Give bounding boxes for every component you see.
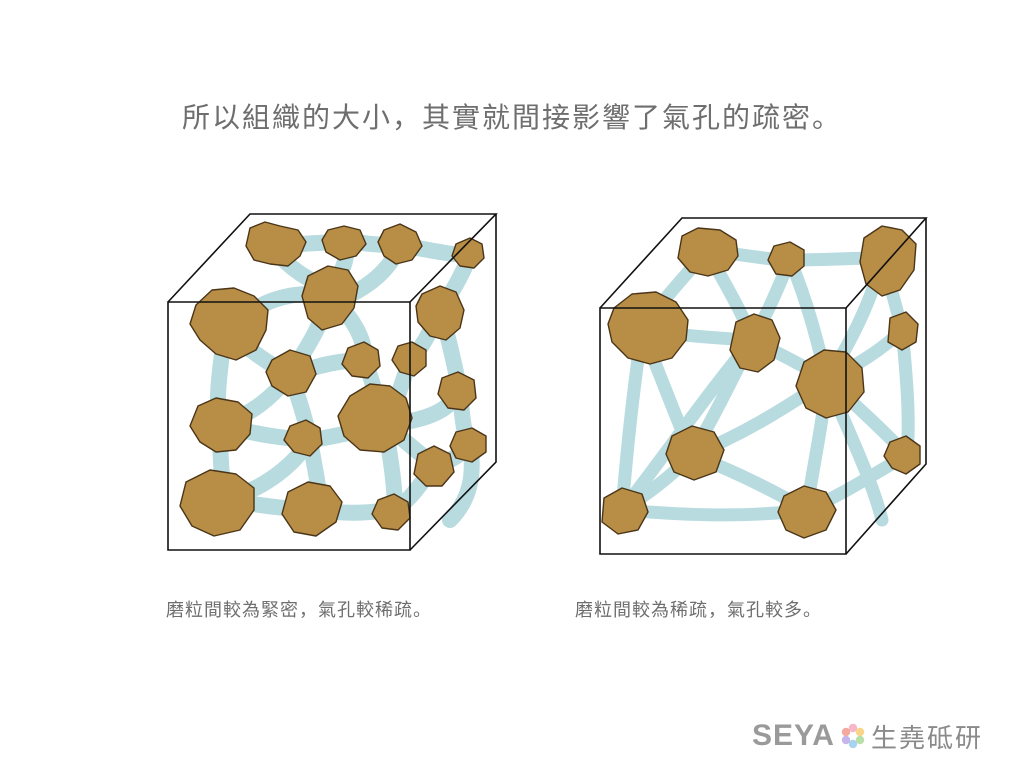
grain (391, 341, 427, 377)
grain (337, 383, 413, 453)
grain (665, 425, 725, 481)
grain (601, 487, 649, 535)
grain (415, 285, 465, 341)
grain (265, 349, 317, 397)
logo-wordmark: SEYA (752, 719, 835, 752)
grain (887, 311, 919, 351)
grain (301, 265, 359, 331)
grain (883, 435, 921, 475)
slide-title: 所以組織的大小，其實就間接影響了氣孔的疏密。 (181, 101, 842, 134)
grain (449, 427, 487, 463)
grain (795, 349, 865, 419)
grain (281, 481, 343, 537)
cube-frame (599, 217, 928, 555)
brand-logo: SEYA 生堯砥研 (752, 716, 983, 756)
grain (677, 227, 739, 277)
grain (371, 493, 411, 531)
dense-structure-cube (167, 213, 498, 551)
grain (777, 485, 837, 539)
grain (321, 225, 367, 261)
flower-icon (841, 723, 865, 749)
grain (767, 241, 805, 277)
grain (189, 397, 253, 453)
grain (437, 371, 477, 411)
grain (607, 291, 689, 365)
grain (179, 469, 255, 537)
grain (283, 419, 323, 457)
logo-chinese-name: 生堯砥研 (870, 723, 983, 754)
grain (245, 221, 307, 267)
grain (413, 445, 455, 487)
sparse-structure-cube (599, 217, 928, 555)
grain (189, 287, 269, 361)
grain (341, 341, 381, 379)
dense-structure-caption: 磨粒間較為緊密，氣孔較稀疏。 (166, 600, 432, 621)
cube-frame (167, 213, 498, 551)
grain (377, 223, 423, 265)
grain (729, 313, 781, 373)
sparse-structure-caption: 磨粒間較為稀疏，氣孔較多。 (575, 600, 822, 621)
bond-bridges (615, 243, 915, 527)
abrasive-grains (179, 221, 487, 537)
